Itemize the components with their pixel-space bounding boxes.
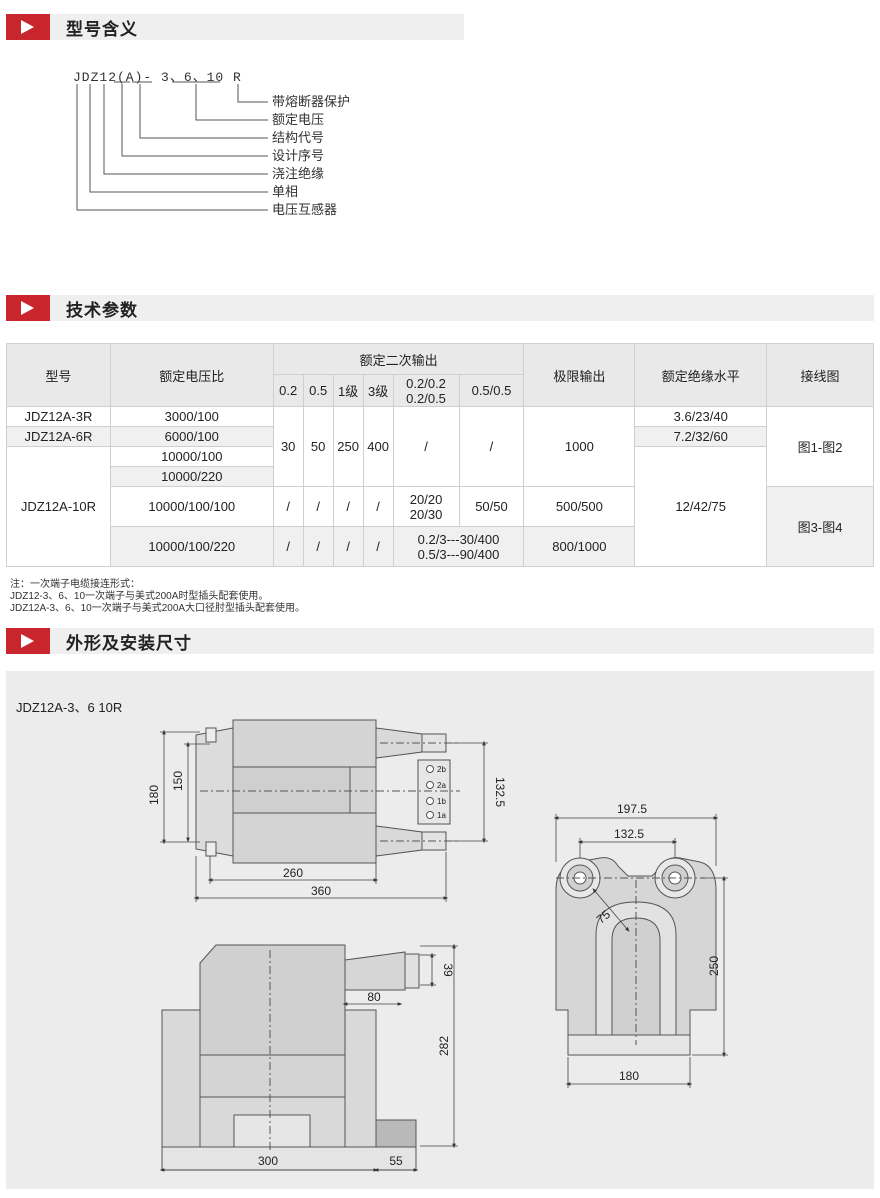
leader-line [89, 84, 268, 193]
section-header-dimensions: 外形及安装尺寸 [6, 628, 874, 654]
drawing-model-label: JDZ12A-3、6 10R [16, 700, 123, 715]
sub-header: 0.5/0.5 [458, 374, 525, 407]
dim-label: 250 [707, 956, 721, 976]
cell-insulation: 7.2/32/60 [634, 426, 768, 447]
leader-line [139, 84, 268, 139]
cell-insulation: 12/42/75 [634, 446, 768, 567]
sub-header: 1级 [332, 374, 364, 407]
leader-line [195, 84, 268, 121]
section-title: 型号含义 [66, 19, 138, 39]
cell-limit: 500/500 [523, 486, 636, 527]
cell-value: 250 [332, 406, 364, 487]
dim-label: 180 [147, 785, 161, 805]
header-ratio: 额定电压比 [109, 343, 274, 407]
dim-label: 39 [441, 963, 455, 977]
sub-header: 0.5 [302, 374, 334, 407]
dim-label: 282 [437, 1036, 451, 1056]
cell-wiring: 图3-图4 [766, 486, 874, 567]
cell-ratio: 10000/100 [109, 446, 274, 467]
cell-limit: 800/1000 [523, 526, 636, 567]
side-view [161, 944, 420, 1171]
sub-header: 0.2 [272, 374, 304, 407]
meaning-item: 电压互感器 [272, 202, 338, 217]
side-view-dimensions [159, 943, 458, 1172]
header-model: 型号 [6, 343, 111, 407]
model-code-leader-lines [76, 81, 268, 211]
section-title: 技术参数 [66, 300, 138, 320]
cell-wiring: 图1-图2 [766, 406, 874, 487]
meaning-item: 浇注绝缘 [272, 166, 325, 181]
cell-ratio: 10000/100/220 [109, 526, 274, 567]
section-header-tech-params: 技术参数 [6, 295, 874, 321]
cell-value: / [362, 526, 394, 567]
drawing-area [6, 671, 874, 1189]
cell-value: 50/50 [458, 486, 525, 527]
note-line: JDZ12-3、6、10一次端子与美式200A时型插头配套使用。 [10, 591, 269, 602]
spec-table: 型号 额定电压比 额定二次输出 极限输出 额定绝缘水平 接线图 0.2 0.5 … [6, 343, 874, 567]
header-secondary-output: 额定二次输出 [272, 343, 525, 375]
cell-value: / [332, 526, 364, 567]
play-arrow-icon [6, 295, 50, 321]
terminal-label: 1a [437, 811, 446, 820]
dim-label: 197.5 [617, 802, 647, 816]
top-view-dimensions [160, 729, 488, 902]
header-insulation: 额定绝缘水平 [634, 343, 768, 407]
dim-label: 300 [258, 1154, 278, 1168]
dim-label: 360 [311, 884, 331, 898]
dim-label: 132.5 [614, 827, 644, 841]
leader-line [103, 84, 268, 175]
top-view [195, 719, 460, 864]
leader-line [121, 84, 268, 157]
cell-insulation: 3.6/23/40 [634, 406, 768, 427]
section-title: 外形及安装尺寸 [66, 633, 192, 653]
play-arrow-icon [6, 628, 50, 654]
dim-label: 55 [389, 1154, 403, 1168]
front-view [555, 857, 717, 1056]
notes: 注：一次端子电缆接连形式： JDZ12-3、6、10一次端子与美式200A时型插… [10, 579, 305, 615]
meaning-item: 额定电压 [272, 112, 325, 127]
cell-ratio: 6000/100 [109, 426, 274, 447]
meaning-item: 结构代号 [272, 130, 325, 145]
leader-line [237, 84, 268, 103]
header-limit-output: 极限输出 [523, 343, 636, 407]
cell-value: 50 [302, 406, 334, 487]
meaning-item: 设计序号 [272, 148, 325, 163]
terminal-label: 1b [437, 797, 446, 806]
cell-ratio: 10000/220 [109, 466, 274, 487]
dim-label: 80 [367, 990, 381, 1004]
dim-label: 150 [171, 771, 185, 791]
top-view-terminal-labels: 2b 2a 1b 1a [437, 765, 446, 820]
model-code: JDZ12(A)- 3、6、10 R [73, 70, 242, 85]
header-wiring: 接线图 [766, 343, 874, 407]
section-header-model-meaning: 型号含义 [6, 14, 464, 40]
cell-value: 400 [362, 406, 394, 487]
meaning-item: 单相 [272, 184, 299, 199]
leader-line [76, 84, 268, 211]
play-arrow-icon [6, 14, 50, 40]
dim-label: 180 [619, 1069, 639, 1083]
front-view-dimensions [553, 814, 728, 1088]
meaning-item: 带熔断器保护 [272, 94, 351, 109]
note-line: JDZ12A-3、6、10一次端子与美式200A大口径肘型插头配套使用。 [10, 603, 306, 614]
terminal-label: 2a [437, 781, 446, 790]
cell-limit: 1000 [523, 406, 636, 487]
note-line: 注：一次端子电缆接连形式： [10, 579, 140, 590]
cell-value: / [302, 526, 334, 567]
cell-model: JDZ12A-10R [6, 446, 111, 567]
dim-label: 132.5 [493, 777, 507, 807]
terminal-label: 2b [437, 765, 446, 774]
cell-ratio: 3000/100 [109, 406, 274, 427]
dim-label: 260 [283, 866, 303, 880]
